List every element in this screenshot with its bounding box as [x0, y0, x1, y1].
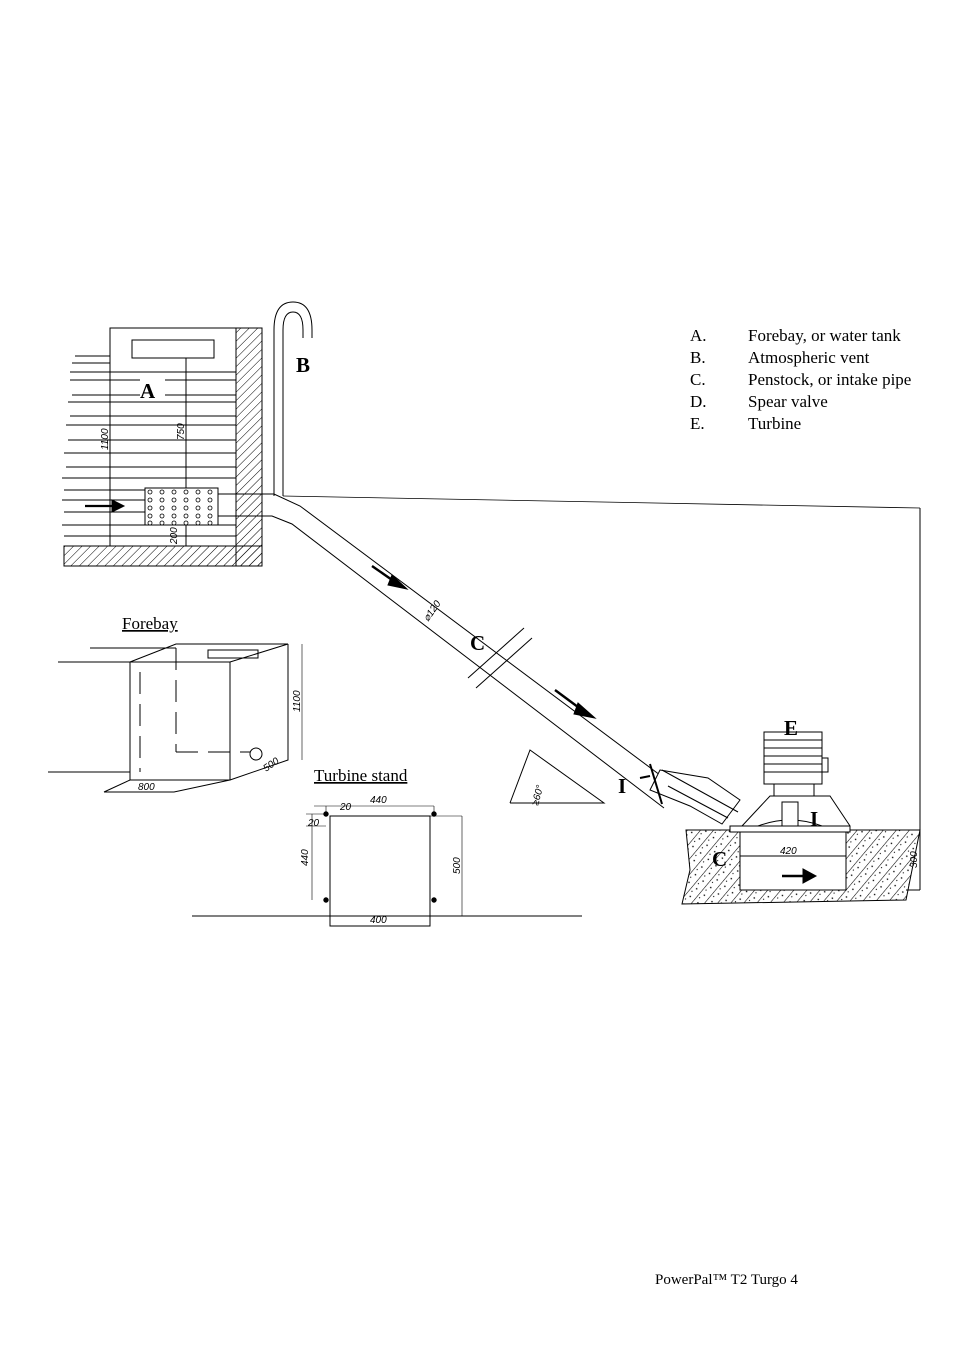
- legend-item-d: D. Spear valve: [690, 391, 920, 413]
- turbine-stand-caption: Turbine stand: [314, 766, 408, 785]
- dim-box-width: 800: [138, 782, 155, 793]
- legend-letter: C.: [690, 370, 706, 389]
- dim-box-height: 1100: [292, 690, 303, 712]
- angle-indicator: [509, 749, 606, 804]
- forebay-box: [48, 643, 303, 793]
- label-f: I: [810, 807, 818, 831]
- label-b: B: [296, 353, 310, 377]
- label-d: I: [618, 774, 626, 798]
- legend-item-a: A. Forebay, or water tank: [690, 325, 920, 347]
- legend: A. Forebay, or water tank B. Atmospheric…: [690, 325, 920, 435]
- label-e: E: [784, 716, 798, 740]
- turbine-assembly: [639, 731, 921, 905]
- page-footer: PowerPal™ T2 Turgo 4: [655, 1272, 798, 1288]
- legend-item-c: C. Penstock, or intake pipe: [690, 369, 920, 391]
- water-lines: [62, 355, 236, 537]
- label-g: C: [712, 847, 727, 871]
- dim-stand-side: 440: [300, 849, 311, 866]
- legend-letter: A.: [690, 326, 707, 345]
- dim-stand-top: 440: [370, 795, 387, 806]
- dim-stand-height: 500: [452, 857, 463, 874]
- legend-text: Forebay, or water tank: [748, 326, 901, 345]
- screen-holes: [147, 489, 213, 526]
- label-a: A: [140, 379, 156, 403]
- legend-text: Spear valve: [748, 392, 828, 411]
- legend-letter: E.: [690, 414, 705, 433]
- legend-text: Atmospheric vent: [748, 348, 870, 367]
- atmospheric-vent: [273, 301, 313, 496]
- dim-forebay-height: 1100: [100, 428, 111, 450]
- forebay-caption: Forebay: [122, 614, 178, 633]
- dim-angle: ≥60°: [530, 784, 546, 807]
- label-c: C: [470, 631, 485, 655]
- dim-stand-offset-a: 20: [339, 802, 352, 813]
- legend-letter: B.: [690, 348, 706, 367]
- dim-stand-offset-b: 20: [307, 818, 320, 829]
- penstock-pipe: [218, 493, 921, 809]
- dim-screen-height: 200: [169, 527, 180, 545]
- legend-item-e: E. Turbine: [690, 413, 920, 435]
- dim-turbine-elevation: 300: [909, 851, 920, 868]
- legend-text: Penstock, or intake pipe: [748, 370, 912, 389]
- dim-stand-width: 400: [370, 915, 387, 926]
- legend-letter: D.: [690, 392, 707, 411]
- dim-water-level: 750: [176, 423, 187, 440]
- legend-item-b: B. Atmospheric vent: [690, 347, 920, 369]
- dim-pit-width: 420: [780, 846, 797, 857]
- forebay-section: [62, 327, 263, 567]
- dim-box-depth: 500: [261, 756, 281, 775]
- legend-text: Turbine: [748, 414, 802, 433]
- turbine-stand: [192, 805, 582, 927]
